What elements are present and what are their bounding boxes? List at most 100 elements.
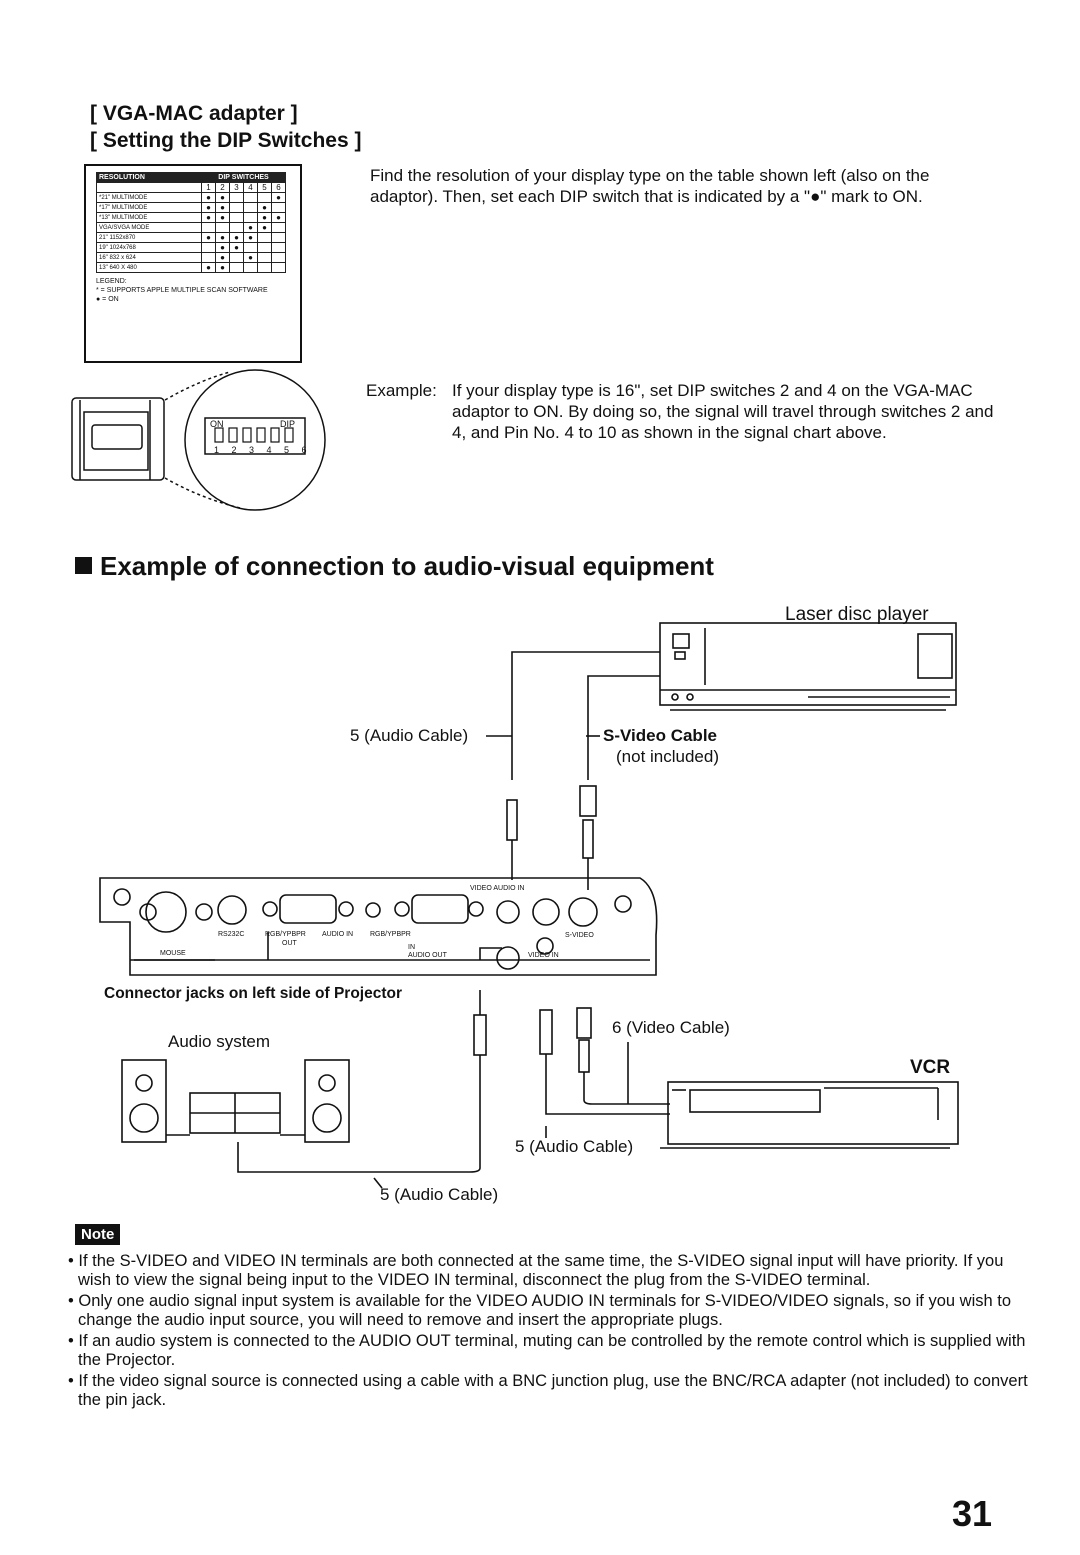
- bullet-icon: •: [68, 1332, 79, 1350]
- panel-rgb-in: RGB/YPBPR: [370, 931, 411, 938]
- dip-table-row: 16" 832 x 624●●: [96, 252, 286, 263]
- switch-off-cell: [243, 212, 258, 223]
- panel-rgb-out: RGB/YPBPR: [265, 931, 306, 938]
- switch-off-cell: [257, 252, 272, 263]
- dip-table-row: 19" 1024x768 ●●: [96, 242, 286, 253]
- section-bullet-icon: [75, 557, 92, 574]
- svideo-cable-label: S-Video Cable: [603, 726, 717, 745]
- dip-table-row: *17" MULTIMODE●●●: [96, 202, 286, 213]
- panel-s-video: S-VIDEO: [565, 932, 594, 939]
- audio-system-label: Audio system: [168, 1032, 271, 1051]
- switch-off-cell: [201, 252, 216, 263]
- resolution-label: VGA/SVGA MODE: [96, 222, 202, 233]
- switch-off-cell: [229, 262, 244, 273]
- switch-on-dot-icon: ●: [201, 212, 216, 223]
- switch-off-cell: [229, 252, 244, 263]
- note-item: • Only one audio signal input system is …: [68, 1292, 1038, 1330]
- legend-star: * = SUPPORTS APPLE MULTIPLE SCAN SOFTWAR…: [96, 287, 268, 294]
- switch-off-cell: [271, 262, 286, 273]
- switch-on-dot-icon: ●: [201, 202, 216, 213]
- example-label: Example:: [366, 381, 437, 400]
- switch-on-dot-icon: ●: [271, 192, 286, 203]
- legend-dot: ● = ON: [96, 296, 119, 303]
- switch-off-cell: [271, 222, 286, 233]
- legend-title: LEGEND:: [96, 278, 127, 285]
- switch-number: 5: [257, 182, 272, 193]
- bullet-icon: •: [68, 1252, 79, 1270]
- resolution-label: 19" 1024x768: [96, 242, 202, 253]
- switch-on-dot-icon: ●: [257, 212, 272, 223]
- switch-off-cell: [257, 192, 272, 203]
- switch-off-cell: [257, 232, 272, 243]
- note-text: If the video signal source is connected …: [78, 1372, 1028, 1409]
- resolution-header: RESOLUTION: [96, 172, 202, 183]
- svideo-not-included: (not included): [616, 747, 720, 766]
- note-text: Only one audio signal input system is av…: [78, 1292, 1012, 1329]
- switch-on-dot-icon: ●: [215, 212, 230, 223]
- dip-table-row: *13" MULTIMODE●●●●: [96, 212, 286, 223]
- switch-on-dot-icon: ●: [257, 202, 272, 213]
- switch-off-cell: [243, 262, 258, 273]
- note-item: • If the video signal source is connecte…: [68, 1372, 1038, 1410]
- switch-number: 4: [243, 182, 258, 193]
- switch-off-cell: [201, 242, 216, 253]
- switch-on-dot-icon: ●: [215, 262, 230, 273]
- bullet-icon: •: [68, 1292, 79, 1310]
- dip-switches-header: DIP SWITCHES: [201, 172, 286, 183]
- panel-rs232c: RS232C: [218, 931, 245, 938]
- switch-on-dot-icon: ●: [229, 242, 244, 253]
- dip-switch-subtitle: [ Setting the DIP Switches ]: [90, 129, 362, 152]
- panel-audio-out: AUDIO OUT: [408, 952, 447, 959]
- dip-table-row: 13" 640 X 480●●: [96, 262, 286, 273]
- switch-number: 1: [201, 182, 216, 193]
- dip-table-row: 21" 1152x870●●●●: [96, 232, 286, 243]
- switch-off-cell: [215, 222, 230, 233]
- dip-dip-label: DIP: [280, 419, 296, 429]
- dip-table-row: VGA/SVGA MODE●●: [96, 222, 286, 233]
- switch-off-cell: [229, 192, 244, 203]
- vcr-label: VCR: [910, 1057, 951, 1078]
- dip-numbers: 1 2 3 4 5 6: [214, 445, 312, 455]
- resolution-label: 21" 1152x870: [96, 232, 202, 243]
- laser-disc-label: Laser disc player: [785, 604, 929, 625]
- switch-on-dot-icon: ●: [201, 192, 216, 203]
- resolution-label: *13" MULTIMODE: [96, 212, 202, 223]
- note-list: • If the S-VIDEO and VIDEO IN terminals …: [60, 1252, 1038, 1412]
- note-badge: Note: [75, 1224, 121, 1245]
- switch-number: 2: [215, 182, 230, 193]
- projector-caption: Connector jacks on left side of Projecto…: [104, 985, 403, 1002]
- switch-off-cell: [229, 212, 244, 223]
- switch-on-dot-icon: ●: [215, 192, 230, 203]
- dip-table-row: *21" MULTIMODE●●●: [96, 192, 286, 203]
- switch-on-dot-icon: ●: [271, 212, 286, 223]
- switch-off-cell: [257, 262, 272, 273]
- switch-off-cell: [271, 252, 286, 263]
- switch-on-dot-icon: ●: [243, 232, 258, 243]
- resolution-label: *21" MULTIMODE: [96, 192, 202, 203]
- switch-on-dot-icon: ●: [215, 252, 230, 263]
- switch-off-cell: [243, 192, 258, 203]
- switch-on-dot-icon: ●: [215, 242, 230, 253]
- audio-cable-vcr-label: 5 (Audio Cable): [515, 1137, 634, 1156]
- switch-on-dot-icon: ●: [215, 232, 230, 243]
- panel-in: IN: [408, 944, 415, 951]
- vga-mac-title: [ VGA-MAC adapter ]: [90, 102, 298, 125]
- switch-on-dot-icon: ●: [243, 222, 258, 233]
- switch-off-cell: [271, 242, 286, 253]
- audio-cable-bottom-label: 5 (Audio Cable): [380, 1185, 499, 1204]
- dip-on-label: ON: [210, 419, 224, 429]
- resolution-label: *17" MULTIMODE: [96, 202, 202, 213]
- bullet-icon: •: [68, 1372, 79, 1390]
- audio-cable-top-label: 5 (Audio Cable): [350, 726, 469, 745]
- resolution-label: 16" 832 x 624: [96, 252, 202, 263]
- switch-off-cell: [243, 242, 258, 253]
- switch-on-dot-icon: ●: [201, 232, 216, 243]
- switch-on-dot-icon: ●: [215, 202, 230, 213]
- example-text: If your display type is 16", set DIP swi…: [452, 381, 994, 442]
- connection-section-title: Example of connection to audio-visual eq…: [100, 551, 714, 581]
- note-text: If an audio system is connected to the A…: [78, 1332, 1026, 1369]
- switch-off-cell: [257, 242, 272, 253]
- switch-off-cell: [271, 202, 286, 213]
